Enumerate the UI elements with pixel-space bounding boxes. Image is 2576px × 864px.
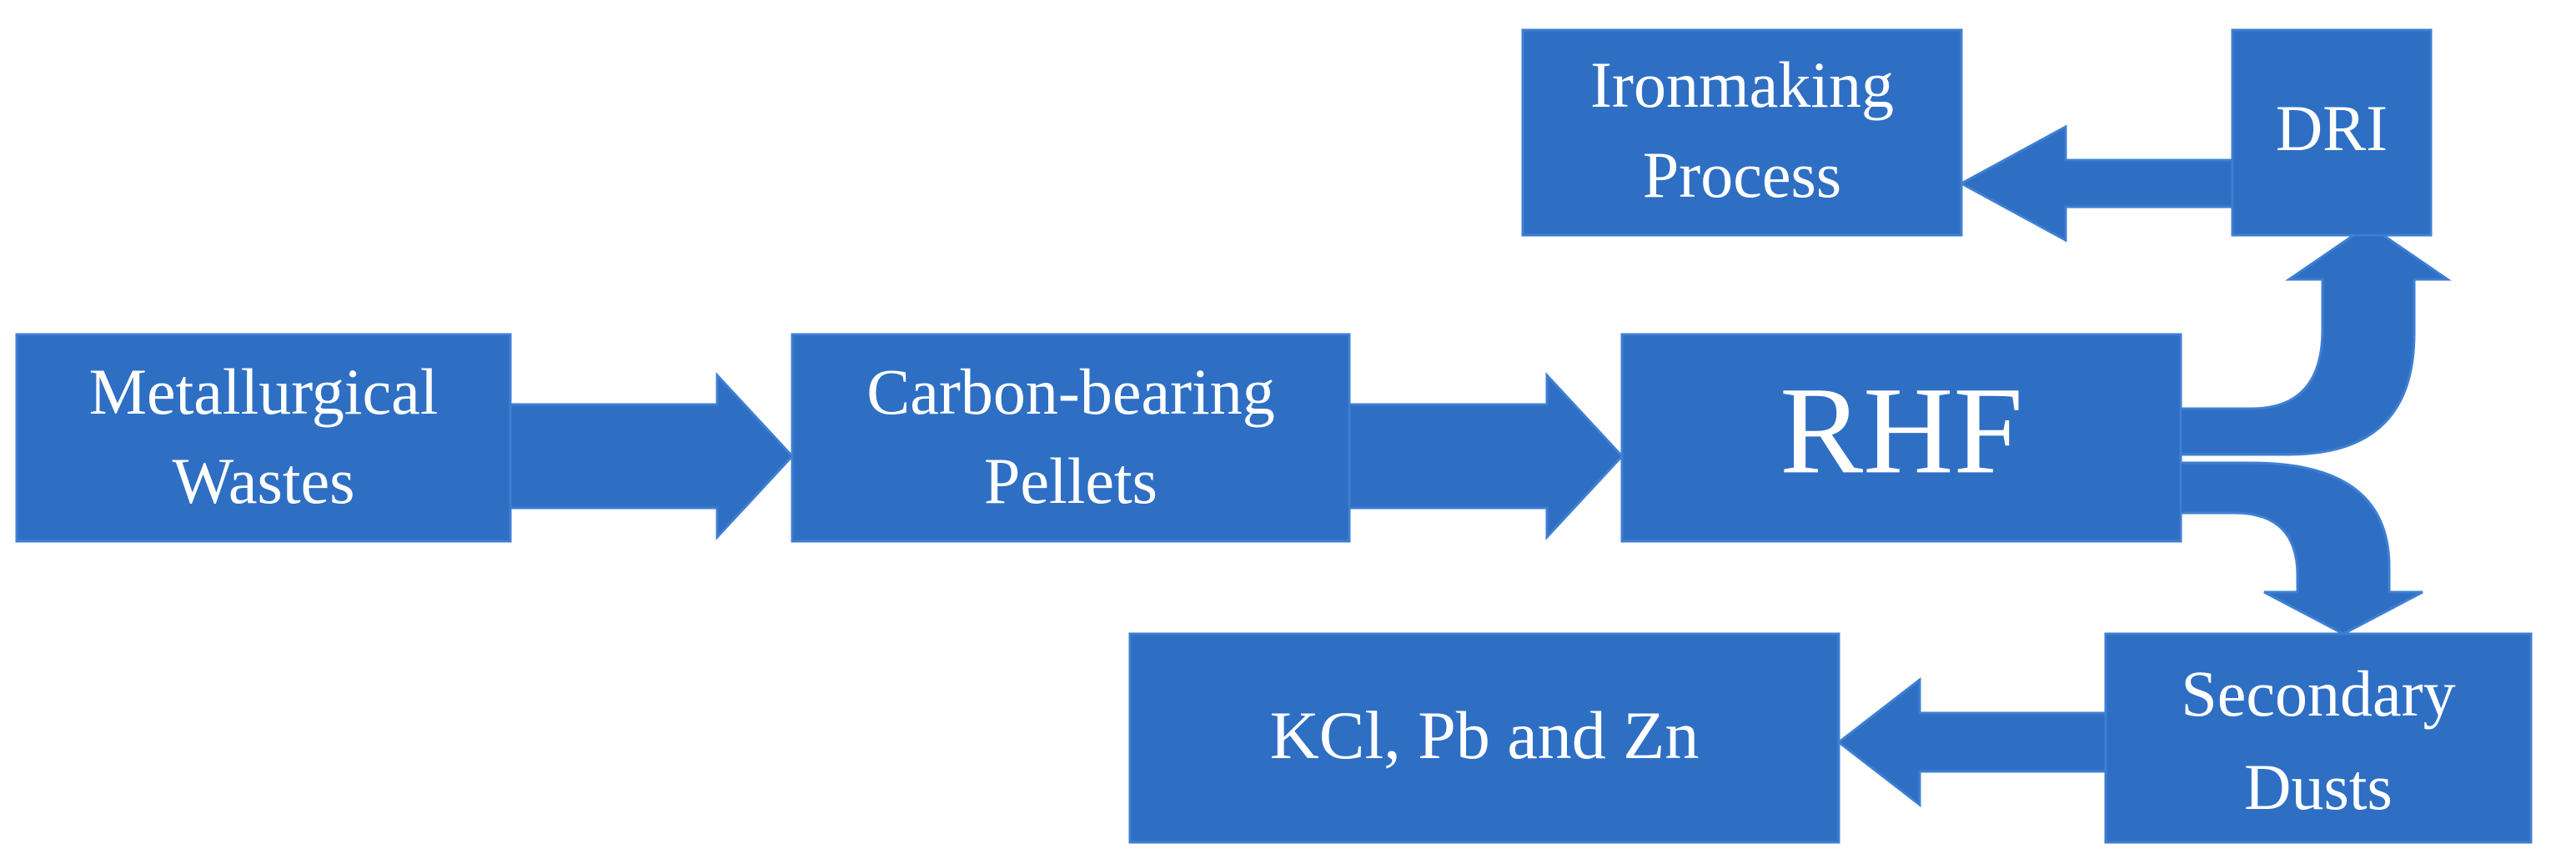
node-rhf-label: RHF [1780,361,2023,500]
node-kcl-pb-zn-label: KCl, Pb and Zn [1270,697,1700,773]
node-secondary-dusts: Secondary Dusts [2104,632,2533,844]
node-metallurgical-wastes-box [15,333,512,543]
arrow-rhf-to-dri [2179,224,2452,456]
node-metallurgical-wastes: Metallurgical Wastes [15,333,512,543]
node-kcl-pb-zn-box [1128,632,1840,844]
node-secondary-dusts-line2: Dusts [2244,751,2393,823]
node-carbon-bearing-pellets-box [791,333,1351,543]
node-metallurgical-wastes-line1: Metallurgical [89,355,439,428]
node-kcl-pb-zn: KCl, Pb and Zn [1128,632,1840,844]
node-dri-label: DRI [2276,92,2388,164]
node-ironmaking-process-line2: Process [1643,138,1841,211]
node-ironmaking-process-line1: Ironmaking [1590,48,1894,121]
arrow-rhf-to-secondary-dusts [2179,461,2423,635]
node-rhf-box [1620,333,2182,543]
node-metallurgical-wastes-line2: Wastes [173,445,355,517]
node-secondary-dusts-box [2104,632,2533,844]
node-carbon-bearing-pellets-line2: Pellets [984,445,1157,517]
arrow-wastes-to-pellets [509,372,795,540]
arrow-pellets-to-rhf [1348,372,1624,540]
node-ironmaking-process-box [1521,28,1963,237]
node-carbon-bearing-pellets-line1: Carbon-bearing [866,355,1274,428]
arrow-dri-to-ironmaking [1958,124,2234,243]
node-secondary-dusts-line1: Secondary [2181,657,2455,730]
arrow-secondary-dusts-to-products [1836,676,2107,808]
node-dri: DRI [2231,28,2433,237]
node-carbon-bearing-pellets: Carbon-bearing Pellets [791,333,1351,543]
node-rhf: RHF [1620,333,2182,543]
node-ironmaking-process: Ironmaking Process [1521,28,1963,237]
node-dri-box [2231,28,2433,237]
